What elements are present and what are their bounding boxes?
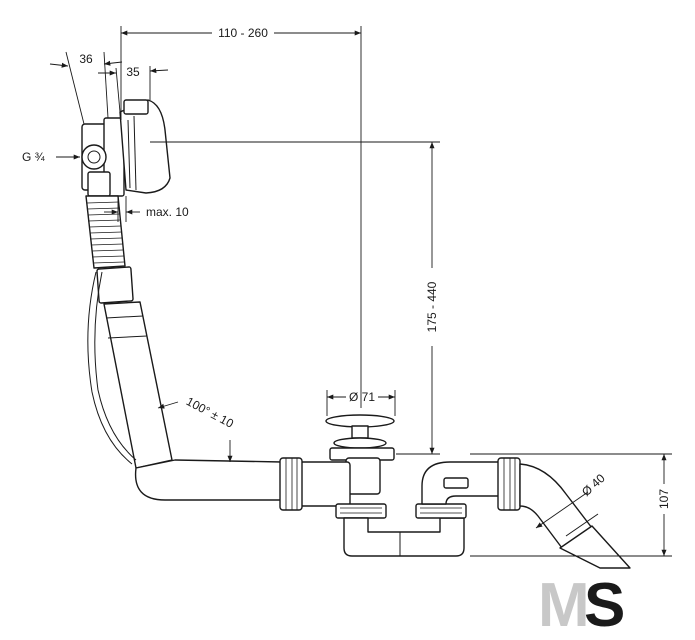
dimension-label-thread: G ¾ xyxy=(22,150,46,164)
brand-logo: M S xyxy=(538,571,625,640)
dimension-label-plug-diameter: Ø 71 xyxy=(349,390,375,404)
overflow-pipe xyxy=(87,266,283,501)
logo-letter-m: M xyxy=(538,571,586,640)
corrugated-hose xyxy=(85,195,126,269)
dimension-label-height: 175 - 440 xyxy=(425,281,439,332)
logo-letter-s: S xyxy=(584,571,625,640)
outlet-elbow xyxy=(497,457,631,569)
trap xyxy=(343,461,501,557)
dimension-label-trap-height: 107 xyxy=(657,489,671,509)
dimension-label-max-wall: max. 10 xyxy=(146,205,189,219)
dimension-label-35: 35 xyxy=(126,65,140,79)
dimension-label-bend-angle: 100° ± 10 xyxy=(184,394,236,431)
dimension-label-offset: 110 - 260 xyxy=(218,26,268,40)
overflow-head xyxy=(81,99,171,197)
dimension-lines xyxy=(49,26,672,557)
waste-assembly xyxy=(279,414,395,519)
dimension-label-outlet-diameter: Ø 40 xyxy=(579,471,608,499)
dimension-label-36: 36 xyxy=(79,52,93,66)
